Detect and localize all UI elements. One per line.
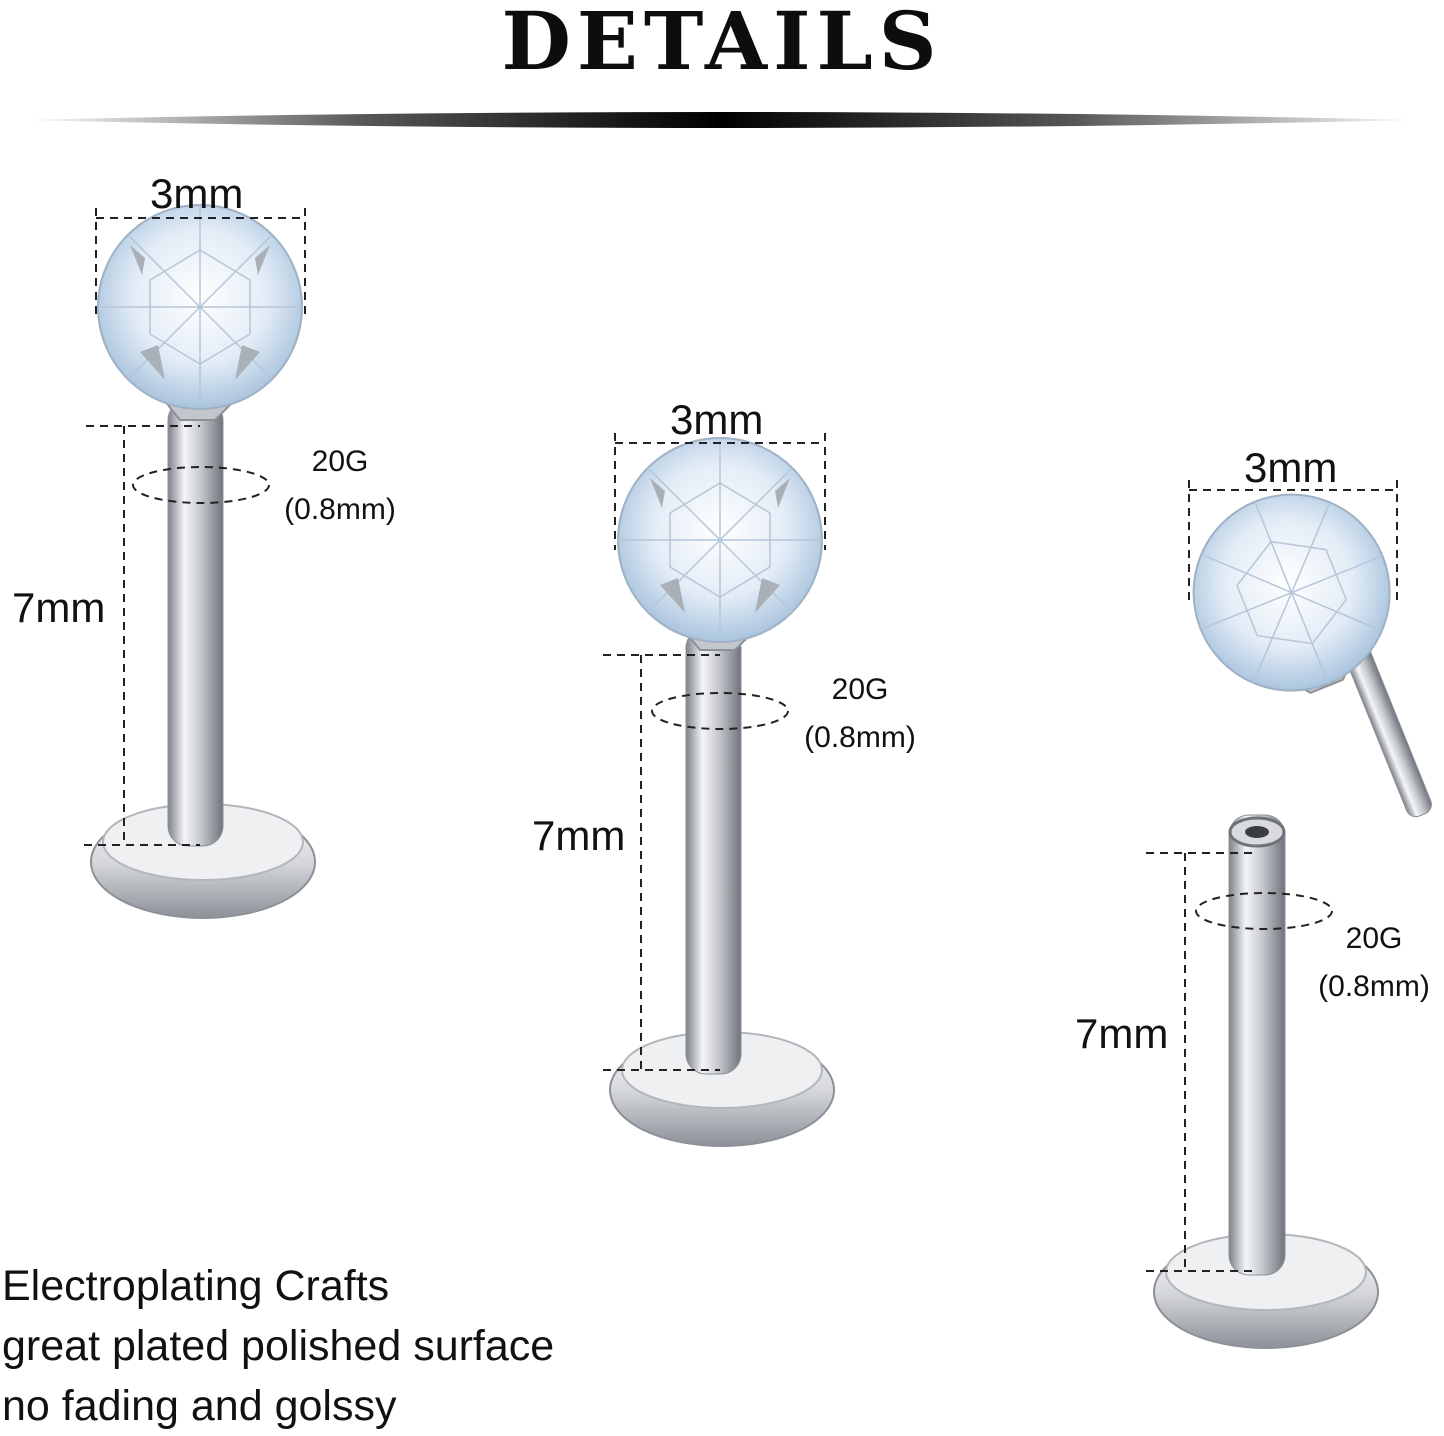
length-label-1: 7mm [12, 584, 106, 631]
dimension-lines-1 [84, 208, 306, 846]
title-divider [20, 112, 1420, 128]
feature-notes: Electroplating Crafts great plated polis… [2, 1256, 554, 1436]
note-line: no fading and golssy [2, 1382, 397, 1430]
dimension-lines-3 [1146, 480, 1398, 1272]
post [685, 627, 742, 1075]
gauge-value: 20G [311, 445, 369, 478]
gauge-label-2: 20G (0.8mm) [790, 666, 930, 762]
width-label-3: 3mm [1244, 444, 1338, 491]
page-title: DETAILS [501, 0, 943, 88]
width-label-2: 3mm [670, 396, 764, 443]
length-label-3: 7mm [1075, 1010, 1169, 1057]
width-label-1: 3mm [150, 170, 244, 217]
labret-stud-2 [609, 437, 835, 1147]
length-label-2: 7mm [532, 812, 626, 859]
gauge-label-3: 20G (0.8mm) [1304, 915, 1444, 1011]
post [1228, 814, 1286, 1276]
gem-top-pin [1192, 493, 1432, 818]
gauge-mm: (0.8mm) [284, 493, 396, 526]
labret-stud-1 [90, 204, 316, 919]
gauge-value: 20G [831, 673, 889, 706]
gauge-mm: (0.8mm) [804, 721, 916, 754]
labret-stud-3 [1153, 493, 1432, 1349]
dimension-lines-2 [603, 433, 826, 1071]
note-line: great plated polished surface [2, 1322, 555, 1370]
gauge-mm: (0.8mm) [1318, 970, 1430, 1003]
gauge-label-1: 20G (0.8mm) [270, 438, 410, 534]
note-line: Electroplating Crafts [2, 1262, 390, 1310]
gauge-value: 20G [1345, 922, 1403, 955]
